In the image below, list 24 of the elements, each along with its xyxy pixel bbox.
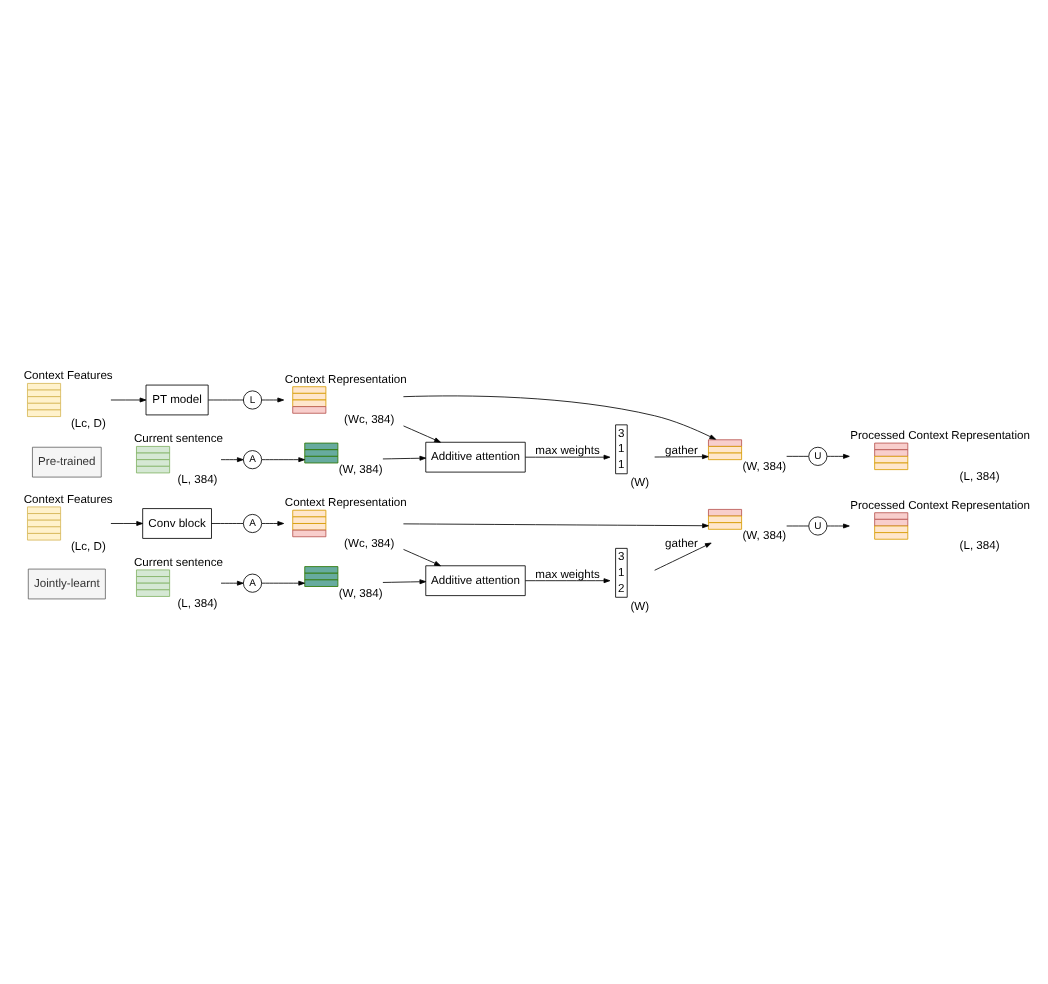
- arrow: [220, 580, 244, 586]
- arrow: [261, 580, 305, 586]
- connector: [211, 523, 244, 524]
- arrow: [826, 453, 850, 459]
- arrow: [826, 523, 850, 529]
- arrow: [382, 455, 427, 461]
- arrow: [654, 542, 712, 571]
- arrow: [403, 395, 717, 440]
- arrow: [220, 457, 244, 463]
- arrow: [654, 454, 709, 460]
- connector: [786, 455, 809, 457]
- arrow: [382, 579, 427, 585]
- arrow: [524, 578, 611, 584]
- arrow: [403, 549, 441, 567]
- arrow: [261, 521, 285, 526]
- arrow: [403, 425, 441, 443]
- arrow: [403, 523, 709, 529]
- arrow: [261, 397, 285, 403]
- connector: [207, 399, 244, 401]
- arrow: [524, 454, 611, 460]
- arrow: [110, 397, 147, 403]
- connector: [786, 525, 809, 527]
- arrow: [110, 521, 143, 526]
- arrow: [261, 457, 305, 463]
